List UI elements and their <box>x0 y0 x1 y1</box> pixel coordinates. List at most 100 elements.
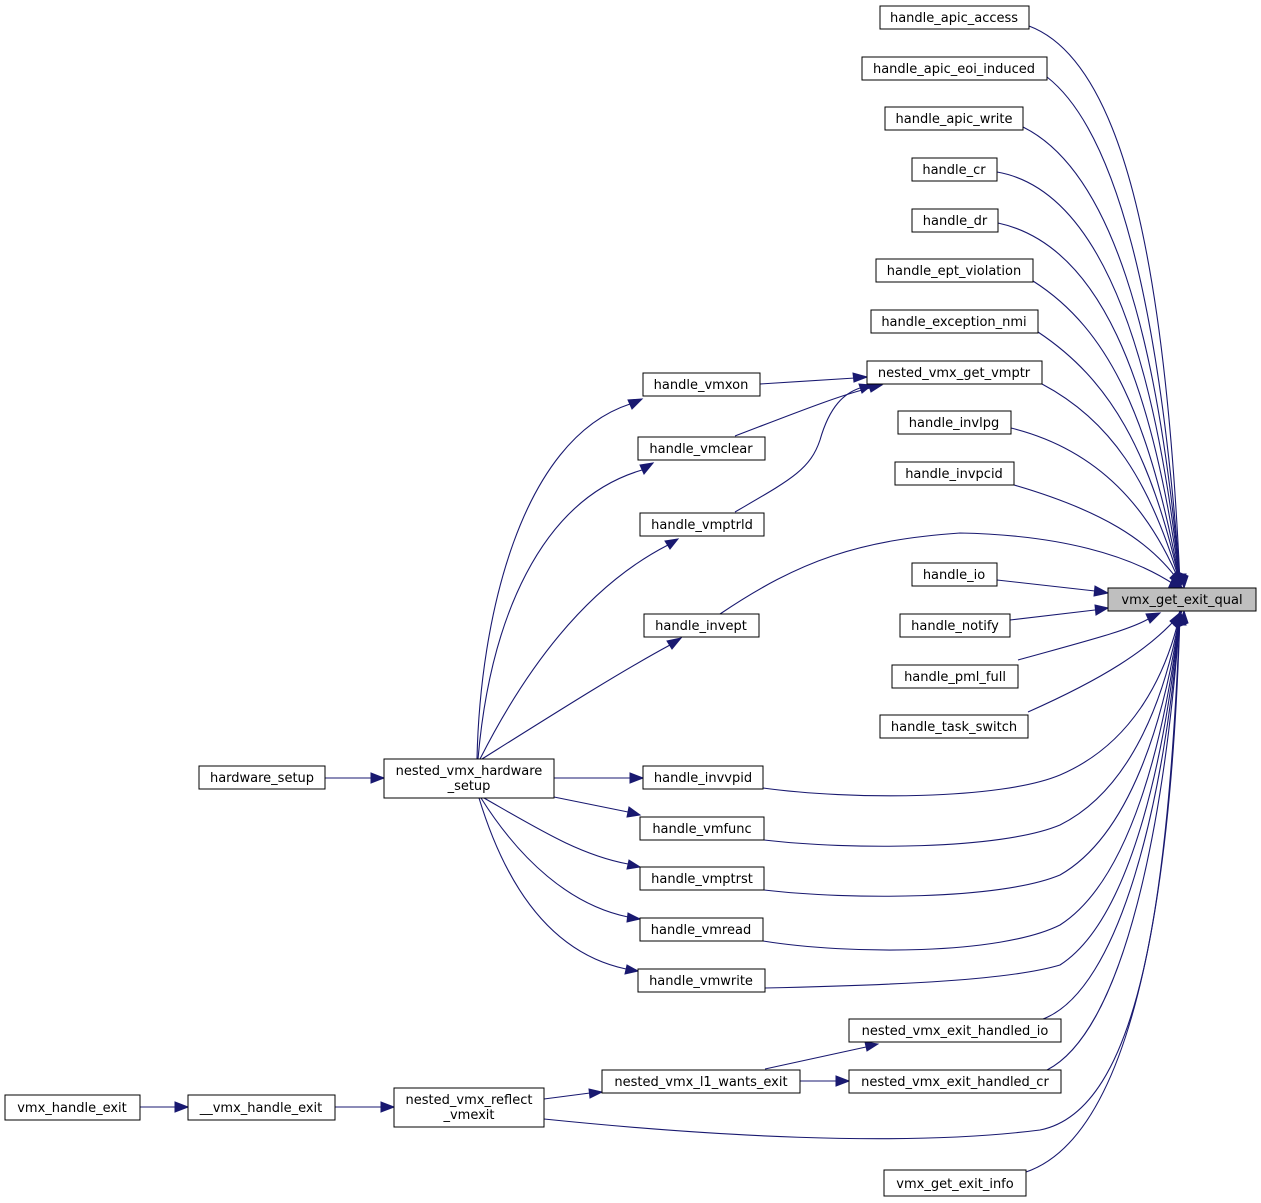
edge-hardware-setup-to-nested-vmx-hardware-setup <box>325 772 386 784</box>
node-label: handle_vmptrst <box>651 872 753 887</box>
node-handle-invept[interactable]: handle_invept <box>643 613 760 638</box>
node-label: vmx_get_exit_qual <box>1121 593 1242 608</box>
edge-nested-vmx-hardware-setup-to-handle-invvpid <box>554 772 645 784</box>
edge-nested-vmx-exit-handled-cr-to-vmx-get-exit-qual <box>1046 613 1181 1071</box>
node-label-line-2: _setup <box>447 779 491 794</box>
edge-nested-vmx-hardware-setup-to-handle-invept <box>481 637 683 760</box>
edge-handle-exception-nmi-to-vmx-get-exit-qual <box>1037 331 1181 584</box>
edge-nested-vmx-hardware-setup-to-handle-vmclear <box>477 462 655 760</box>
edge-nested-vmx-hardware-setup-to-handle-vmread <box>480 797 642 923</box>
node-label: nested_vmx_exit_handled_io <box>862 1024 1049 1039</box>
edge-handle-pml-full-to-vmx-get-exit-qual <box>1017 612 1162 661</box>
node-handle-invvpid[interactable]: handle_invvpid <box>642 765 764 790</box>
node-handle-invpcid[interactable]: handle_invpcid <box>894 461 1015 486</box>
node-label: handle_apic_access <box>890 11 1018 26</box>
edge-handle-vmptrld-to-nested-vmx-get-vmptr <box>734 383 874 513</box>
node-nested-vmx-get-vmptr[interactable]: nested_vmx_get_vmptr <box>866 360 1043 385</box>
edge-vmx-handle-exit-to-vmx-handle-exit-internal <box>140 1101 190 1113</box>
node-handle-vmwrite[interactable]: handle_vmwrite <box>637 968 766 993</box>
node-label: __vmx_handle_exit <box>199 1101 323 1116</box>
node-nested-vmx-reflect-vmexit[interactable]: nested_vmx_reflect _vmexit <box>393 1087 545 1128</box>
node-hardware-setup[interactable]: hardware_setup <box>198 765 326 790</box>
node-label: handle_notify <box>911 619 999 634</box>
node-label: nested_vmx_l1_wants_exit <box>614 1075 787 1090</box>
edge-handle-invlpg-to-vmx-get-exit-qual <box>1010 427 1181 584</box>
node-label: handle_task_switch <box>891 720 1017 735</box>
node-handle-ept-violation[interactable]: handle_ept_violation <box>875 258 1034 283</box>
node-label: handle_cr <box>922 163 986 178</box>
node-nested-vmx-exit-handled-cr[interactable]: nested_vmx_exit_handled_cr <box>848 1069 1062 1094</box>
node-handle-io[interactable]: handle_io <box>911 562 998 587</box>
edge-nested-vmx-hardware-setup-to-handle-vmwrite <box>478 797 640 975</box>
arrowheads-into-vmx-get-exit-qual <box>1169 571 1189 628</box>
node-label: handle_exception_nmi <box>881 315 1026 330</box>
edge-nested-vmx-hardware-setup-to-handle-vmfunc <box>553 796 642 818</box>
node-handle-apic-access[interactable]: handle_apic_access <box>879 5 1030 30</box>
edge-nested-vmx-exit-handled-io-to-vmx-get-exit-qual <box>1042 613 1181 1020</box>
node-label: vmx_get_exit_info <box>896 1177 1013 1192</box>
edge-handle-vmptrst-to-vmx-get-exit-qual <box>763 613 1181 897</box>
node-nested-vmx-exit-handled-io[interactable]: nested_vmx_exit_handled_io <box>848 1018 1062 1043</box>
node-label: handle_apic_eoi_induced <box>873 62 1035 77</box>
node-label: nested_vmx_get_vmptr <box>878 366 1031 381</box>
edge-nested-vmx-get-vmptr-to-vmx-get-exit-qual <box>1041 383 1181 584</box>
nodes: handle_apic_access handle_apic_eoi_induc… <box>4 5 1257 1197</box>
node-label: handle_invlpg <box>909 416 999 431</box>
edge-handle-cr-to-vmx-get-exit-qual <box>996 171 1181 584</box>
edge-handle-apic-access-to-vmx-get-exit-qual <box>1028 25 1181 584</box>
node-handle-cr[interactable]: handle_cr <box>911 157 998 182</box>
node-label: handle_vmxon <box>654 378 749 393</box>
node-handle-dr[interactable]: handle_dr <box>911 208 999 233</box>
node-handle-notify[interactable]: handle_notify <box>899 613 1011 638</box>
node-handle-vmclear[interactable]: handle_vmclear <box>637 436 766 461</box>
node-label: handle_pml_full <box>904 670 1006 685</box>
edge-handle-dr-to-vmx-get-exit-qual <box>997 222 1181 584</box>
node-handle-vmptrld[interactable]: handle_vmptrld <box>639 512 765 537</box>
node-nested-vmx-l1-wants-exit[interactable]: nested_vmx_l1_wants_exit <box>601 1069 801 1094</box>
edge-handle-invpcid-to-vmx-get-exit-qual <box>1013 484 1181 584</box>
node-nested-vmx-hardware-setup[interactable]: nested_vmx_hardware _setup <box>383 758 555 799</box>
node-label: handle_vmfunc <box>652 822 751 837</box>
edge-vmx-get-exit-info-to-vmx-get-exit-qual <box>1025 613 1181 1173</box>
node-label: handle_invpcid <box>905 467 1003 482</box>
node-vmx-get-exit-qual[interactable]: vmx_get_exit_qual <box>1107 587 1257 612</box>
node-label: handle_invept <box>655 619 747 634</box>
node-handle-apic-write[interactable]: handle_apic_write <box>884 106 1024 131</box>
node-vmx-handle-exit-internal[interactable]: __vmx_handle_exit <box>187 1094 336 1121</box>
node-label: handle_invvpid <box>654 771 752 786</box>
node-handle-pml-full[interactable]: handle_pml_full <box>891 664 1019 689</box>
edge-nested-vmx-reflect-vmexit-to-nested-vmx-l1-wants-exit <box>543 1088 604 1100</box>
node-vmx-get-exit-info[interactable]: vmx_get_exit_info <box>883 1169 1027 1197</box>
node-label: handle_vmptrld <box>651 518 753 533</box>
edge-nested-vmx-l1-wants-exit-to-nested-vmx-exit-handled-io <box>764 1041 880 1070</box>
node-label-line-2: _vmexit <box>442 1108 494 1123</box>
node-label: handle_io <box>923 568 985 583</box>
node-label: vmx_handle_exit <box>17 1101 127 1116</box>
node-vmx-handle-exit[interactable]: vmx_handle_exit <box>4 1094 141 1121</box>
node-handle-vmxon[interactable]: handle_vmxon <box>642 372 761 397</box>
edge-nested-vmx-reflect-vmexit-to-vmx-get-exit-qual <box>543 613 1181 1140</box>
edge-handle-vmread-to-vmx-get-exit-qual <box>762 613 1181 951</box>
edge-handle-vmwrite-to-vmx-get-exit-qual <box>764 613 1181 989</box>
node-handle-exception-nmi[interactable]: handle_exception_nmi <box>870 309 1039 334</box>
node-handle-apic-eoi-induced[interactable]: handle_apic_eoi_induced <box>861 56 1048 81</box>
edge-nested-vmx-hardware-setup-to-handle-vmxon <box>476 398 644 760</box>
node-label: handle_apic_write <box>896 112 1013 127</box>
node-handle-task-switch[interactable]: handle_task_switch <box>879 714 1029 739</box>
node-label: nested_vmx_exit_handled_cr <box>861 1075 1049 1090</box>
edge-handle-io-to-vmx-get-exit-qual <box>996 579 1110 597</box>
edge-handle-notify-to-vmx-get-exit-qual <box>1009 604 1110 621</box>
node-label: handle_vmclear <box>649 442 753 457</box>
node-handle-vmfunc[interactable]: handle_vmfunc <box>639 816 765 841</box>
edge-handle-apic-write-to-vmx-get-exit-qual <box>1022 126 1181 584</box>
node-label-line-1: nested_vmx_hardware <box>396 764 543 779</box>
node-label: handle_ept_violation <box>887 264 1021 279</box>
node-label: hardware_setup <box>210 771 314 786</box>
edge-handle-vmfunc-to-vmx-get-exit-qual <box>763 613 1181 847</box>
edge-vmx-handle-exit-internal-to-nested-vmx-reflect-vmexit <box>335 1101 396 1113</box>
node-handle-invlpg[interactable]: handle_invlpg <box>897 410 1012 435</box>
edge-nested-vmx-hardware-setup-to-handle-vmptrld <box>479 538 680 760</box>
edge-handle-task-switch-to-vmx-get-exit-qual <box>1027 613 1181 713</box>
node-handle-vmread[interactable]: handle_vmread <box>639 917 764 942</box>
node-handle-vmptrst[interactable]: handle_vmptrst <box>639 866 765 891</box>
